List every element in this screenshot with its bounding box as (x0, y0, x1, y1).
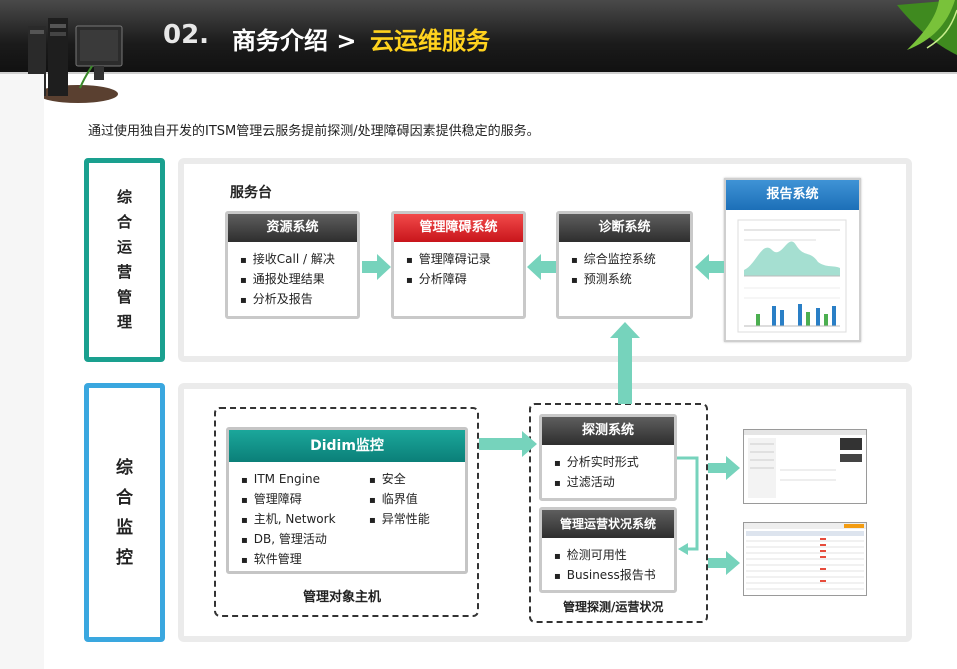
detect-system-box: 探测系统 分析实时形式 过滤活动 (539, 414, 677, 501)
didim-monitor-title: Didim监控 (229, 430, 465, 462)
screenshot-thumbnail (743, 522, 867, 596)
list-item: 管理障碍 (241, 490, 357, 510)
arrow-up-icon (610, 322, 640, 404)
header-divider (0, 72, 957, 74)
list-item: 分析及报告 (240, 290, 357, 310)
side-char: 综 (116, 457, 133, 478)
arrow-left-icon (695, 254, 724, 280)
ops-status-box: 管理运营状况系统 检测可用性 Business报告书 (539, 507, 677, 593)
list-item: 软件管理 (241, 550, 357, 570)
didim-monitor-box: Didim监控 ITM Engine 管理障碍 主机, Network DB, … (226, 427, 468, 574)
screenshot-thumbnail (743, 429, 867, 504)
service-desk-title: 服务台 (230, 185, 272, 201)
list-item: 临界值 (369, 490, 430, 510)
section-number: 02. (163, 20, 210, 50)
fault-system-box: 管理障碍系统 管理障碍记录 分析障碍 (391, 211, 526, 319)
side-label-ops: 综 合 运 营 管 理 (84, 158, 165, 362)
arrow-left-icon (678, 543, 688, 555)
side-label-monitor: 综 合 监 控 (84, 383, 165, 642)
list-item: 主机, Network (241, 510, 357, 530)
list-item: 过滤活动 (554, 473, 674, 493)
intro-text: 通过使用独自开发的ITSM管理云服务提前探测/处理障碍因素提供稳定的服务。 (88, 124, 540, 139)
ops-status-title: 管理运营状况系统 (542, 510, 674, 538)
list-item: 检测可用性 (554, 546, 674, 566)
side-char: 营 (116, 263, 132, 281)
list-item: 管理障碍记录 (406, 250, 523, 270)
side-char: 合 (116, 487, 133, 508)
list-item: 综合监控系统 (571, 250, 690, 270)
managed-hosts-group (214, 407, 479, 617)
arrow-left-icon (527, 254, 556, 280)
side-char: 理 (116, 313, 132, 331)
list-item: 分析障碍 (406, 270, 523, 290)
section-title: 商务介绍 > (232, 27, 357, 55)
resource-system-box: 资源系统 接收Call / 解决 通报处理结果 分析及报告 (225, 211, 360, 319)
left-margin (0, 74, 44, 669)
resource-system-title: 资源系统 (228, 214, 357, 242)
leaf-icon (897, 0, 957, 55)
managed-hosts-caption: 管理对象主机 (303, 590, 382, 605)
list-item: 预测系统 (571, 270, 690, 290)
header-banner: 02. 商务介绍 > 云运维服务 (0, 0, 957, 72)
list-item: 分析实时形式 (554, 453, 674, 473)
list-item: 接收Call / 解决 (240, 250, 357, 270)
report-thumbnail (737, 219, 847, 333)
list-item: 安全 (369, 470, 430, 490)
diagnosis-system-title: 诊断系统 (559, 214, 690, 242)
arrow-right-icon (362, 254, 391, 280)
side-char: 合 (116, 213, 132, 231)
list-item: 通报处理结果 (240, 270, 357, 290)
report-system-title: 报告系统 (726, 180, 859, 210)
arrow-right-icon (479, 431, 537, 457)
side-char: 管 (116, 288, 132, 306)
arrow-right-icon (708, 551, 740, 575)
arrow-right-icon (708, 456, 740, 480)
fault-system-title: 管理障碍系统 (394, 214, 523, 242)
connector-line (677, 456, 699, 551)
diagnosis-system-box: 诊断系统 综合监控系统 预测系统 (556, 211, 693, 319)
page-title: 云运维服务 (370, 27, 490, 55)
detect-system-title: 探测系统 (542, 417, 674, 445)
side-char: 控 (116, 547, 133, 568)
report-system-box: 报告系统 (724, 178, 861, 342)
list-item: ITM Engine (241, 470, 357, 490)
detect-ops-caption: 管理探测/运营状况 (563, 600, 664, 614)
list-item: Business报告书 (554, 566, 674, 586)
side-char: 监 (116, 517, 133, 538)
server-icon (28, 18, 123, 103)
list-item: 异常性能 (369, 510, 430, 530)
side-char: 运 (116, 238, 132, 256)
side-char: 综 (116, 188, 132, 206)
list-item: DB, 管理活动 (241, 530, 357, 550)
